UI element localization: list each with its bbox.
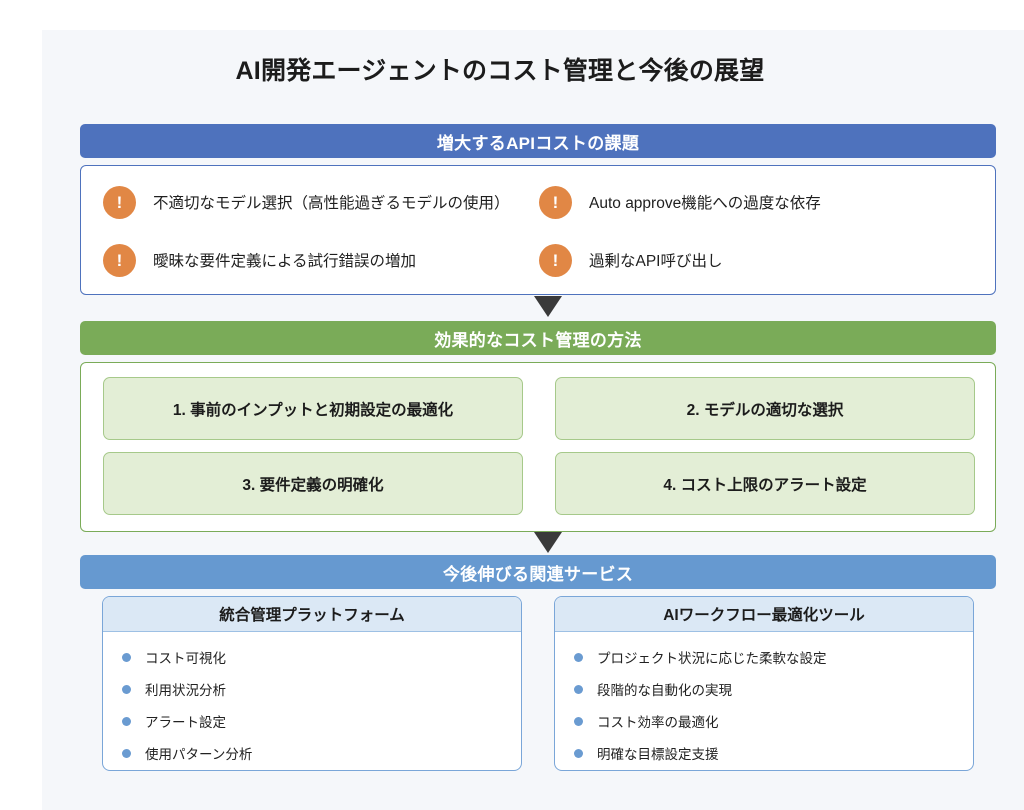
services-panel: 統合管理プラットフォーム コスト可視化 利用状況分析 アラート設定 (80, 596, 996, 810)
service-card: AIワークフロー最適化ツール プロジェクト状況に応じた柔軟な設定 段階的な自動化… (554, 596, 974, 771)
list-item: 使用パターン分析 (103, 737, 521, 769)
infographic-diagram: AI開発エージェントのコスト管理と今後の展望 増大するAPIコストの課題 ! 不… (42, 30, 1024, 810)
list-item-label: アラート設定 (145, 715, 226, 730)
list-item-label: コスト効率の最適化 (597, 715, 719, 730)
list-item: コスト可視化 (103, 641, 521, 673)
service-card-title: 統合管理プラットフォーム (103, 597, 521, 632)
problem-item-label: Auto approve機能への過度な依存 (589, 195, 821, 212)
problem-item-label: 曖昧な要件定義による試行錯誤の増加 (153, 253, 417, 270)
service-feature-list: プロジェクト状況に応じた柔軟な設定 段階的な自動化の実現 コスト効率の最適化 (555, 632, 973, 769)
list-item: プロジェクト状況に応じた柔軟な設定 (555, 641, 973, 673)
list-item: コスト効率の最適化 (555, 705, 973, 737)
flow-arrow-down-icon (534, 296, 562, 317)
problem-item-label: 不適切なモデル選択（高性能過ぎるモデルの使用） (153, 195, 510, 212)
problem-item: ! 曖昧な要件定義による試行錯誤の増加 (103, 238, 539, 282)
bullet-icon (574, 684, 583, 694)
warning-icon: ! (539, 185, 572, 219)
bullet-icon (122, 716, 131, 726)
bullet-icon (122, 652, 131, 662)
service-card: 統合管理プラットフォーム コスト可視化 利用状況分析 アラート設定 (102, 596, 522, 771)
list-item-label: プロジェクト状況に応じた柔軟な設定 (597, 651, 827, 666)
section-header-problems: 増大するAPIコストの課題 (80, 124, 996, 158)
method-box: 3. 要件定義の明確化 (103, 452, 523, 515)
flow-arrow-down-icon (534, 532, 562, 553)
list-item-label: 段階的な自動化の実現 (597, 683, 732, 698)
bullet-icon (574, 748, 583, 758)
problem-item: ! Auto approve機能への過度な依存 (539, 180, 975, 224)
bullet-icon (574, 652, 583, 662)
problem-item: ! 過剰なAPI呼び出し (539, 238, 975, 282)
section-header-services: 今後伸びる関連サービス (80, 555, 996, 589)
list-item: 利用状況分析 (103, 673, 521, 705)
page-title: AI開発エージェントのコスト管理と今後の展望 (235, 57, 765, 85)
list-item-label: コスト可視化 (145, 651, 226, 666)
methods-panel: 1. 事前のインプットと初期設定の最適化 2. モデルの適切な選択 3. 要件定… (80, 362, 996, 532)
methods-grid: 1. 事前のインプットと初期設定の最適化 2. モデルの適切な選択 3. 要件定… (103, 377, 975, 515)
warning-icon: ! (103, 243, 136, 277)
method-box: 2. モデルの適切な選択 (555, 377, 975, 440)
bullet-icon (574, 716, 583, 726)
list-item-label: 利用状況分析 (145, 683, 226, 698)
services-grid: 統合管理プラットフォーム コスト可視化 利用状況分析 アラート設定 (102, 596, 974, 771)
bullet-icon (122, 684, 131, 694)
list-item-label: 明確な目標設定支援 (597, 747, 719, 762)
list-item: 明確な目標設定支援 (555, 737, 973, 769)
problems-grid: ! 不適切なモデル選択（高性能過ぎるモデルの使用） ! Auto approve… (103, 180, 975, 282)
method-box: 1. 事前のインプットと初期設定の最適化 (103, 377, 523, 440)
problem-item: ! 不適切なモデル選択（高性能過ぎるモデルの使用） (103, 180, 539, 224)
bullet-icon (122, 748, 131, 758)
service-feature-list: コスト可視化 利用状況分析 アラート設定 使用パターン分析 (103, 632, 521, 769)
method-box: 4. コスト上限のアラート設定 (555, 452, 975, 515)
list-item-label: 使用パターン分析 (145, 747, 253, 762)
section-header-methods: 効果的なコスト管理の方法 (80, 321, 996, 355)
page-canvas: AI開発エージェントのコスト管理と今後の展望 増大するAPIコストの課題 ! 不… (42, 30, 1024, 810)
list-item: 段階的な自動化の実現 (555, 673, 973, 705)
warning-icon: ! (103, 185, 136, 219)
service-card-title: AIワークフロー最適化ツール (555, 597, 973, 632)
problems-panel: ! 不適切なモデル選択（高性能過ぎるモデルの使用） ! Auto approve… (80, 165, 996, 295)
list-item: アラート設定 (103, 705, 521, 737)
problem-item-label: 過剰なAPI呼び出し (589, 253, 723, 270)
warning-icon: ! (539, 243, 572, 277)
